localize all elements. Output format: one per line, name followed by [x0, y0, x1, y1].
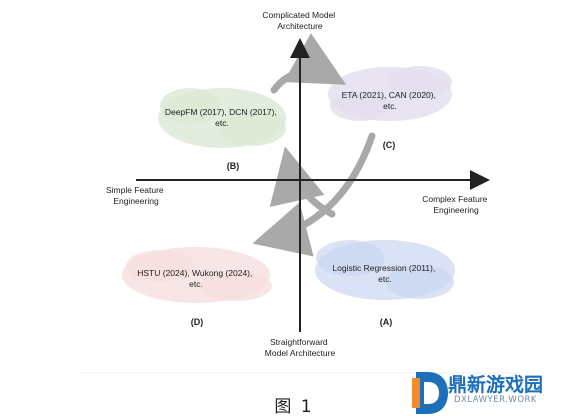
quadrant-b-text-line1: DeepFM (2017), DCN (2017),: [165, 107, 277, 117]
arrow-c-to-d: [252, 132, 376, 257]
watermark: 鼎新游戏园 DXLAWYER.WORK: [410, 368, 588, 418]
quadrant-c-text-line1: ETA (2021), CAN (2020),: [342, 90, 436, 100]
left-axis-label-line1: Simple Feature: [106, 185, 164, 195]
right-axis-label-line1: Complex Feature: [422, 194, 487, 204]
bottom-axis-label-line2: Model Architecture: [265, 348, 336, 358]
quadrant-a-text-line2: etc.: [378, 274, 392, 284]
quadrant-d-text-line1: HSTU (2024), Wukong (2024),: [137, 268, 252, 278]
quadrant-b-text-line2: etc.: [215, 118, 229, 128]
svg-text:Simple Feature Engineering: Simple Feature Engineering: [106, 185, 166, 206]
watermark-subtitle: DXLAWYER.WORK: [454, 395, 537, 405]
svg-text:ETA (2021), CAN (2020), et: ETA (2021), CAN (2020), etc.: [342, 90, 439, 111]
quadrant-c-label: (C): [383, 140, 396, 150]
quadrant-a-text-line1: Logistic Regression (2011),: [332, 263, 435, 273]
quadrant-b-label: (B): [227, 161, 240, 171]
quadrant-d-text-line2: etc.: [189, 279, 203, 289]
quadrant-c-text-line2: etc.: [383, 101, 397, 111]
cloud-a: [315, 240, 455, 300]
left-axis-label-line2: Engineering: [113, 196, 159, 206]
cloud-b: [158, 88, 286, 148]
svg-text:Logistic Regression (2011),: Logistic Regression (2011), etc.: [332, 263, 437, 284]
quadrant-a-label: (A): [380, 317, 393, 327]
svg-text:DeepFM (2017), DCN (2017),: DeepFM (2017), DCN (2017), etc.: [165, 107, 279, 128]
svg-text:Complicated Model Architec: Complicated Model Architecture: [262, 10, 337, 31]
cloud-d: [122, 247, 272, 303]
svg-text:Complex Feature Engineerin: Complex Feature Engineering: [422, 194, 490, 215]
bottom-axis-label-line1: Straightforward: [270, 337, 328, 347]
watermark-logo-icon: [412, 372, 448, 414]
quadrant-d-label: (D): [191, 317, 204, 327]
figure-caption: 图 1: [274, 397, 314, 417]
top-axis-label-line2: Architecture: [277, 21, 323, 31]
svg-text:Straightforward Model Arch: Straightforward Model Architecture: [265, 337, 336, 358]
cloud-c: [328, 66, 452, 121]
arrow-b-to-c: [270, 33, 347, 94]
top-axis-label-line1: Complicated Model: [262, 10, 335, 20]
right-axis-label-line2: Engineering: [433, 205, 479, 215]
svg-text:HSTU (2024), Wukong (2024),: HSTU (2024), Wukong (2024), etc.: [137, 268, 255, 289]
watermark-title: 鼎新游戏园: [448, 374, 544, 396]
arrow-a-to-b: [269, 146, 336, 218]
